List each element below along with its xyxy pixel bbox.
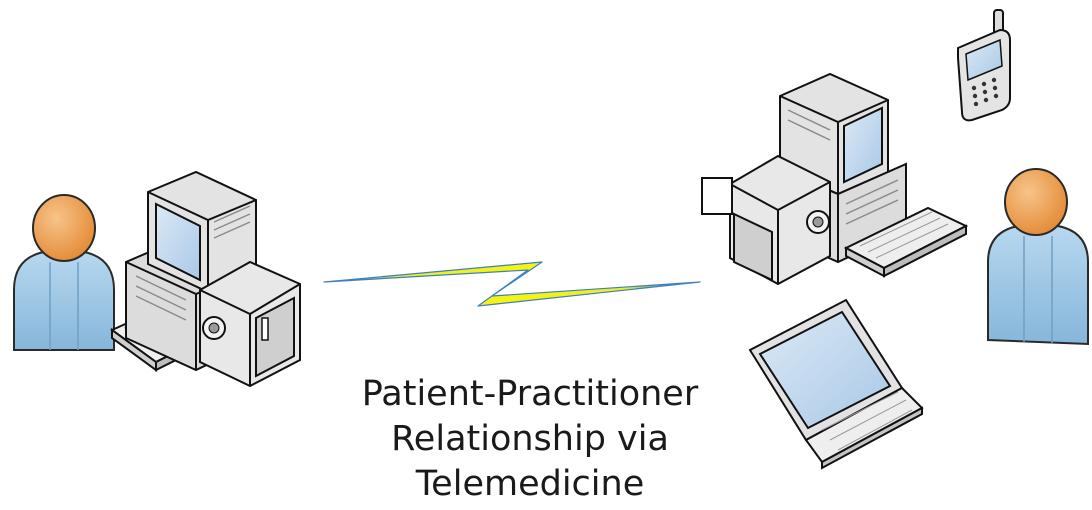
- diagram-caption: Patient-Practitioner Relationship via Te…: [300, 372, 760, 507]
- patient-icon: [13, 194, 115, 351]
- caption-line-3: Telemedicine: [415, 464, 645, 504]
- patient-workstation-icon: [110, 170, 301, 388]
- practitioner-icon: [987, 168, 1089, 346]
- mobile-phone-icon: [957, 9, 1011, 122]
- caption-line-2: Relationship via: [391, 419, 669, 459]
- laptop-icon: [748, 298, 924, 470]
- telemedicine-link-icon: [323, 261, 701, 307]
- caption-line-1: Patient-Practitioner: [361, 374, 699, 414]
- practitioner-workstation-icon: [701, 72, 969, 286]
- keyboard-icon: [843, 206, 969, 278]
